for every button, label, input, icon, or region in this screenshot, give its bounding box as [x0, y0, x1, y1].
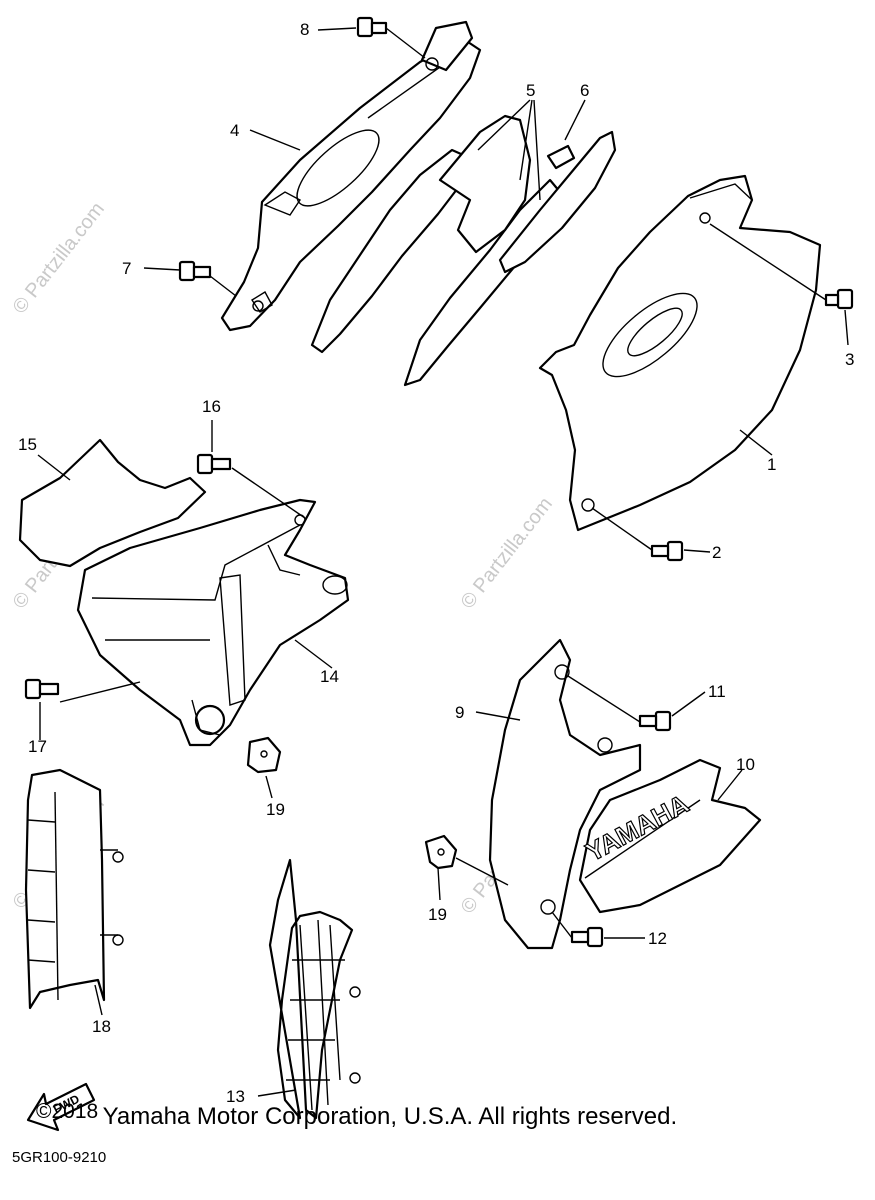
callouts: 1 2 3 4 5 6 7 8 9 10 11 12 13 14 15 16 1… [18, 20, 854, 1106]
clip-part-19[interactable] [246, 736, 282, 774]
part-code: 5GR100-9210 [12, 1149, 106, 1166]
callout-7: 7 [122, 259, 131, 278]
mount-bracket-top[interactable] [420, 20, 474, 72]
bolt-part-16[interactable] [196, 453, 232, 475]
callout-2: 2 [712, 543, 721, 562]
callout-13: 13 [226, 1087, 245, 1106]
decal-part-6[interactable] [498, 130, 617, 274]
side-cover-left-part-4[interactable] [220, 40, 482, 332]
bolt-part-7[interactable] [178, 260, 212, 282]
callout-9: 9 [455, 703, 464, 722]
copyright-year: ©2018 [36, 1100, 99, 1123]
callout-10: 10 [736, 755, 755, 774]
callout-5: 5 [526, 81, 535, 100]
clip-part-19[interactable] [424, 834, 458, 870]
radiator-shroud-part-15[interactable] [18, 438, 207, 568]
bolt-part-2[interactable] [650, 540, 684, 562]
copyright-text: Yamaha Motor Corporation, U.S.A. All rig… [102, 1103, 678, 1130]
callout-18: 18 [92, 1017, 111, 1036]
bolt-part-12[interactable] [570, 926, 604, 948]
watermark-text: © Partzilla.com [9, 198, 109, 318]
graphic-decal-part-5[interactable] [310, 114, 562, 387]
callout-8: 8 [300, 20, 309, 39]
callout-12: 12 [648, 929, 667, 948]
callout-16: 16 [202, 397, 221, 416]
leader-lines [37, 27, 849, 1097]
callout-1: 1 [767, 455, 776, 474]
callout-11: 11 [708, 682, 726, 701]
radiator-grille-part-13[interactable] [268, 858, 361, 1120]
side-cover-right-part-1[interactable] [538, 174, 822, 532]
callout-4: 4 [230, 121, 239, 140]
radiator-guard-part-18[interactable] [24, 768, 124, 1010]
callout-6: 6 [580, 81, 589, 100]
side-cover-lower-part-9[interactable] [488, 638, 642, 950]
bolt-part-3[interactable] [824, 288, 854, 310]
callout-3: 3 [845, 350, 854, 369]
bolt-part-11[interactable] [638, 710, 672, 732]
watermark-text: © Partzilla.com [457, 493, 557, 613]
copyright-footer: ©2018 Yamaha Motor Corporation, U.S.A. A… [36, 1100, 866, 1140]
callout-19: 19 [428, 905, 447, 924]
bolt-part-8[interactable] [356, 16, 388, 38]
callout-15: 15 [18, 435, 37, 454]
callout-14: 14 [320, 667, 339, 686]
bolt-part-17[interactable] [24, 678, 60, 700]
callout-17: 17 [28, 737, 47, 756]
radiator-shroud-part-14[interactable] [76, 498, 350, 747]
callout-19: 19 [266, 800, 285, 819]
brand-decal-part-10[interactable]: YAMAHA [578, 758, 762, 914]
